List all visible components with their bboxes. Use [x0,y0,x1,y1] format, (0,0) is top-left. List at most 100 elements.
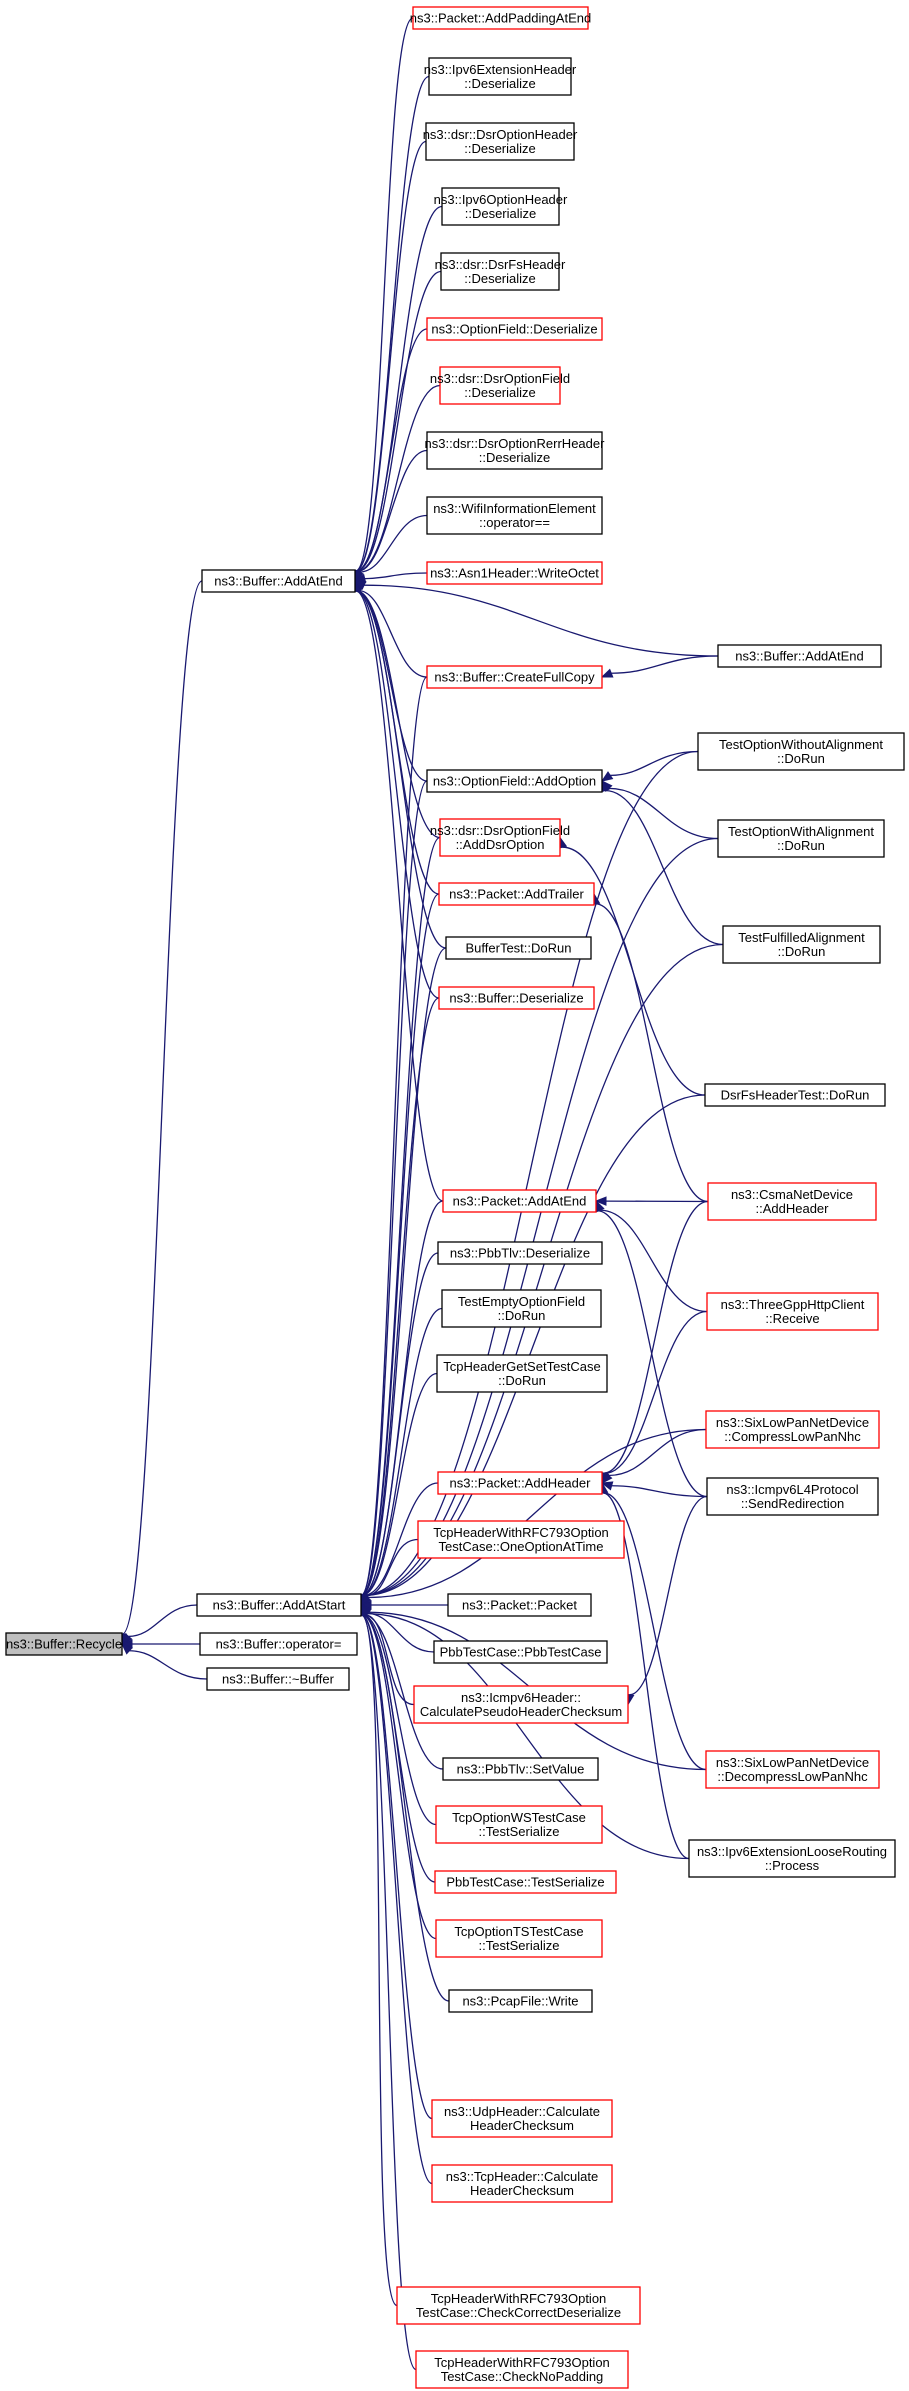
node-label: BufferTest::DoRun [466,941,572,956]
node-label: ns3::Icmpv6L4Protocol [726,1482,858,1497]
node-n14[interactable]: ns3::Asn1Header::WriteOctet [426,561,603,585]
edge-n47-to-n29 [625,1495,708,1706]
node-n25[interactable]: ns3::Packet::AddHeader [437,1471,603,1495]
node-n45[interactable]: ns3::ThreeGppHttpClient::Receive [706,1292,879,1331]
edge-line [361,1614,433,2185]
node-label: ns3::Buffer::~Buffer [222,1672,335,1687]
node-n47[interactable]: ns3::Icmpv6L4Protocol::SendRedirection [706,1477,879,1516]
arrowhead [121,1632,133,1646]
node-n38[interactable]: TcpHeaderWithRFC793OptionTestCase::Check… [415,2350,629,2389]
edge-n39-to-n1 [353,580,719,657]
node-n37[interactable]: TcpHeaderWithRFC793OptionTestCase::Check… [396,2286,641,2325]
node-n46[interactable]: ns3::SixLowPanNetDevice::CompressLowPanN… [705,1410,880,1449]
edge-line [366,1612,690,1860]
node-n40[interactable]: TestOptionWithoutAlignment::DoRun [697,732,905,771]
node-n32[interactable]: PbbTestCase::TestSerialize [434,1870,617,1894]
edge-line [355,140,427,572]
node-n49[interactable]: ns3::Ipv6ExtensionLooseRouting::Process [688,1839,896,1878]
node-label: TestEmptyOptionField [458,1294,585,1309]
node-n31[interactable]: TcpOptionWSTestCase::TestSerialize [435,1805,603,1844]
node-n7[interactable]: ns3::dsr::DsrOptionHeader::Deserialize [423,122,578,161]
node-n44[interactable]: ns3::CsmaNetDevice::AddHeader [707,1182,877,1221]
node-label: ns3::OptionField::AddOption [433,774,596,789]
node-label: ::Deserialize [464,141,536,156]
node-label: ns3::Packet::AddAtEnd [453,1194,587,1209]
node-n16[interactable]: ns3::OptionField::AddOption [426,769,603,793]
edge-line [360,780,428,1596]
node-n42[interactable]: TestFulfilledAlignment::DoRun [722,925,881,964]
edge-n49-to-n2 [360,1603,690,1860]
edge-n47-to-n21 [593,1199,708,1498]
node-n26[interactable]: TcpHeaderWithRFC793OptionTestCase::OneOp… [417,1520,625,1559]
node-n17[interactable]: ns3::dsr::DsrOptionField::AddDsrOption [430,818,570,857]
node-n10[interactable]: ns3::OptionField::Deserialize [426,317,603,341]
node-n6[interactable]: ns3::Ipv6ExtensionHeader::Deserialize [424,57,577,96]
edge-line [629,1495,708,1696]
node-label: CalculatePseudoHeaderChecksum [420,1704,622,1719]
node-box [412,6,589,30]
node-n39[interactable]: ns3::Buffer::AddAtEnd [717,644,882,668]
node-n12[interactable]: ns3::dsr::DsrOptionRerrHeader::Deseriali… [425,431,606,470]
node-n1[interactable]: ns3::Buffer::AddAtEnd [201,569,356,593]
node-n20[interactable]: ns3::Buffer::Deserialize [438,986,595,1010]
node-n28[interactable]: PbbTestCase::PbbTestCase [433,1640,608,1664]
node-n11[interactable]: ns3::dsr::DsrOptionField::Deserialize [430,366,570,405]
edge-line [608,1428,707,1477]
node-box [426,561,603,585]
node-label: ::Receive [765,1311,819,1326]
node-n2[interactable]: ns3::Buffer::AddAtStart [196,1593,362,1617]
edge-line [604,1310,708,1475]
edge-line [361,836,441,1596]
edge-line [121,580,203,1635]
node-n23[interactable]: TestEmptyOptionField::DoRun [441,1289,602,1328]
node-n27[interactable]: ns3::Packet::Packet [447,1593,592,1617]
node-n5[interactable]: ns3::Packet::AddPaddingAtEnd [410,6,591,30]
node-box [426,496,603,535]
edge-n1-to-n0 [117,580,203,1646]
node-label: ::AddDsrOption [456,837,545,852]
node-n13[interactable]: ns3::WifiInformationElement::operator== [426,496,603,535]
edge-line [363,1482,439,1597]
edge-line [355,590,444,1202]
node-label: ns3::dsr::DsrOptionRerrHeader [425,436,606,451]
node-n24[interactable]: TcpHeaderGetSetTestCase::DoRun [436,1354,608,1393]
node-box [413,1685,629,1724]
arrowhead [121,1643,133,1655]
edge-n39-to-n15 [600,655,719,678]
node-label: ns3::SixLowPanNetDevice [716,1415,869,1430]
node-n22[interactable]: ns3::PbbTlv::Deserialize [437,1241,603,1265]
edge-line [362,1614,437,1826]
node-label: ns3::PbbTlv::Deserialize [450,1246,590,1261]
node-n43[interactable]: DsrFsHeaderTest::DoRun [704,1083,886,1107]
edge-n33-to-n2 [357,1603,437,1940]
node-label: ::Process [765,1858,820,1873]
node-n21[interactable]: ns3::Packet::AddAtEnd [442,1189,597,1213]
node-label: TcpHeaderWithRFC793Option [434,2355,610,2370]
node-label: ::DecompressLowPanNhc [717,1769,868,1784]
edge-line [361,947,447,1596]
node-box [445,936,592,960]
node-n3[interactable]: ns3::Buffer::operator= [199,1632,358,1656]
node-n19[interactable]: BufferTest::DoRun [445,936,592,960]
node-n18[interactable]: ns3::Packet::AddTrailer [438,882,595,906]
node-n34[interactable]: ns3::PcapFile::Write [448,1989,593,2013]
node-n30[interactable]: ns3::PbbTlv::SetValue [442,1757,599,1781]
node-n33[interactable]: TcpOptionTSTestCase::TestSerialize [435,1919,603,1958]
node-n8[interactable]: ns3::Ipv6OptionHeader::Deserialize [434,187,568,226]
node-n48[interactable]: ns3::SixLowPanNetDevice::DecompressLowPa… [705,1750,880,1789]
edge-n4-to-n0 [121,1643,208,1680]
node-label: ns3::Ipv6ExtensionLooseRouting [697,1844,887,1859]
node-n15[interactable]: ns3::Buffer::CreateFullCopy [426,665,603,689]
node-n9[interactable]: ns3::dsr::DsrFsHeader::Deserialize [435,252,566,291]
node-label: ns3::OptionField::Deserialize [431,322,597,337]
node-n4[interactable]: ns3::Buffer::~Buffer [206,1667,350,1691]
node-n29[interactable]: ns3::Icmpv6Header::CalculatePseudoHeader… [413,1685,629,1724]
edge-line [128,1604,198,1638]
edge-n45-to-n25 [600,1310,708,1485]
edge-n45-to-n21 [595,1199,708,1313]
node-n41[interactable]: TestOptionWithAlignment::DoRun [717,819,885,858]
edge-line [358,589,428,678]
node-box [437,1471,603,1495]
